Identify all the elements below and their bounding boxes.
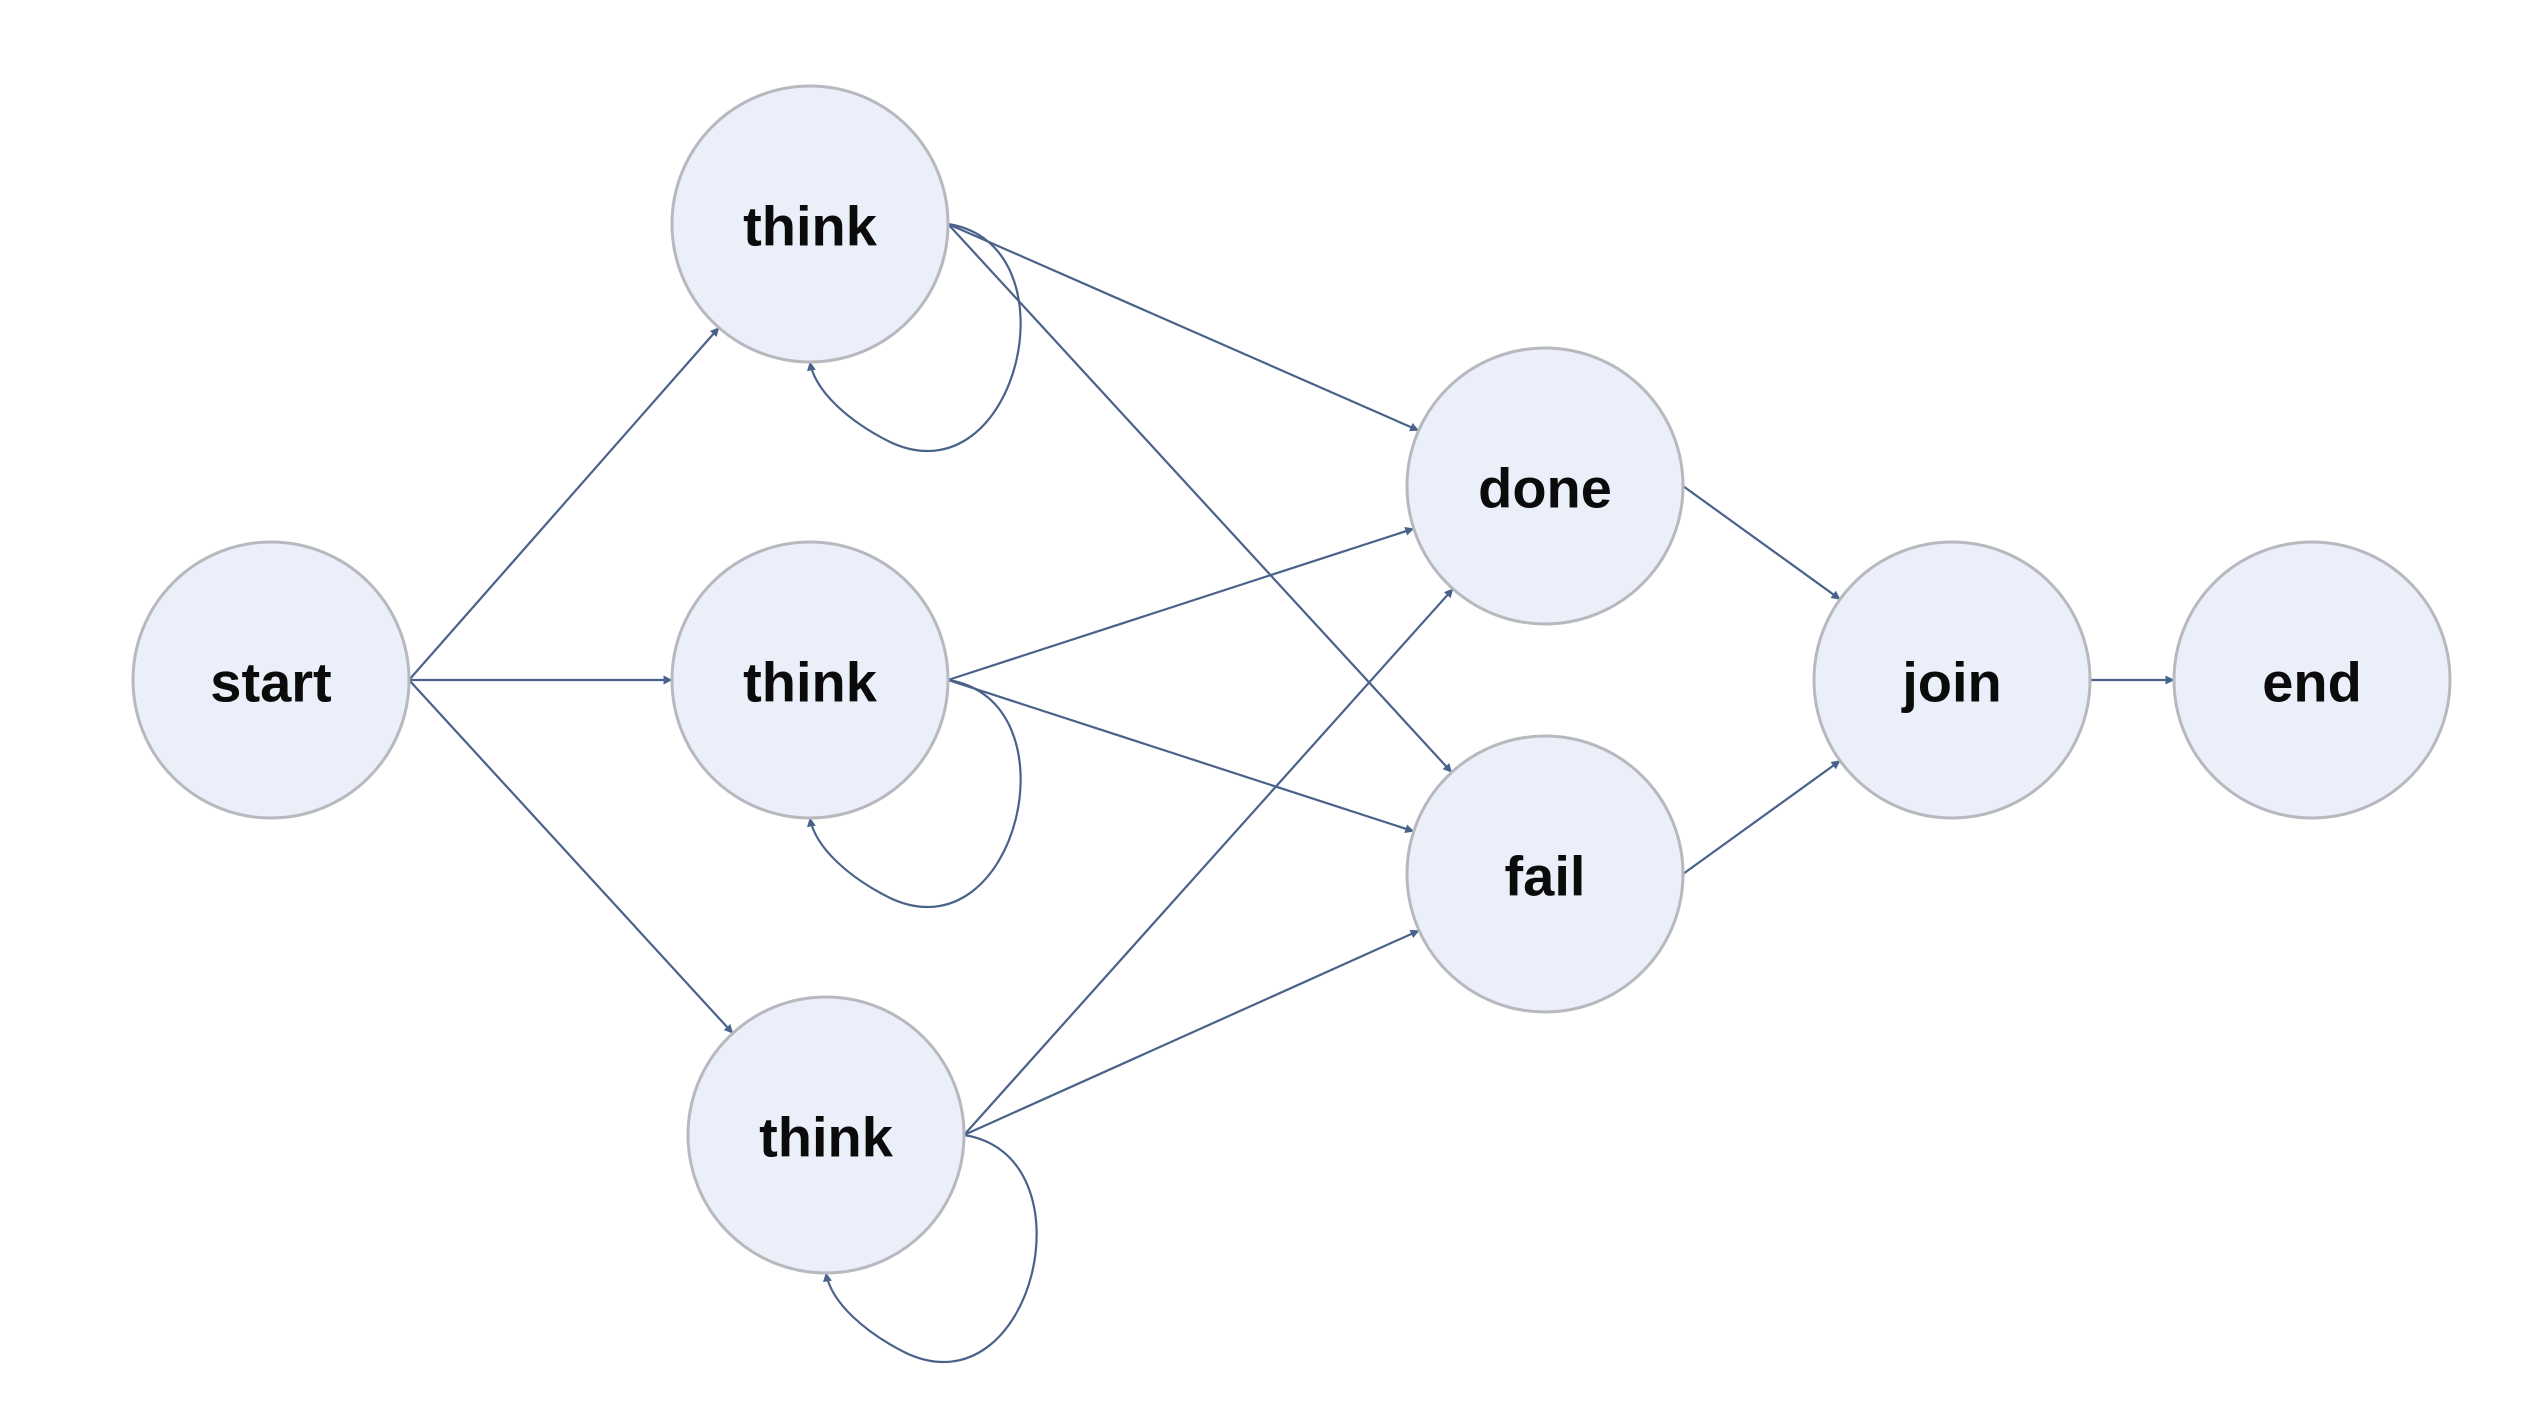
node-label: think <box>759 1106 894 1169</box>
node-end: end <box>2172 540 2452 820</box>
node-done: done <box>1405 346 1685 626</box>
edge-think2-to-think2 <box>806 678 1022 908</box>
node-circle <box>2172 540 2452 820</box>
node-label: think <box>743 195 878 258</box>
edges-layer <box>408 222 2175 1363</box>
edge-think2-to-done <box>947 526 1415 682</box>
node-think1: think <box>670 84 950 364</box>
edge-think1-to-done <box>947 222 1420 432</box>
edge-think1-to-think1 <box>806 222 1022 452</box>
edge-think3-to-fail <box>963 929 1420 1137</box>
node-think2: think <box>670 540 950 820</box>
edge-think3-to-think3 <box>822 1133 1038 1363</box>
nodes-layer: start think think think done fail join end <box>131 84 2452 1275</box>
node-label: done <box>1478 457 1612 520</box>
edge-fail-to-join <box>1682 759 1841 875</box>
node-join: join <box>1812 540 2092 820</box>
edge-think1-to-fail <box>947 223 1453 774</box>
node-label: end <box>2262 651 2362 714</box>
edge-think2-to-fail <box>947 678 1415 834</box>
node-label: start <box>210 651 331 714</box>
node-circle <box>670 84 950 364</box>
node-circle <box>670 540 950 820</box>
node-circle <box>1405 346 1685 626</box>
node-label: join <box>1901 651 2002 714</box>
node-label: fail <box>1505 845 1586 908</box>
node-circle <box>686 995 966 1275</box>
node-circle <box>1812 540 2092 820</box>
node-circle <box>1405 734 1685 1014</box>
node-label: think <box>743 651 878 714</box>
node-fail: fail <box>1405 734 1685 1014</box>
edge-done-to-join <box>1682 485 1841 601</box>
edge-start-to-think3 <box>408 679 734 1035</box>
node-think3: think <box>686 995 966 1275</box>
edge-start-to-think1 <box>408 326 720 681</box>
node-circle <box>131 540 411 820</box>
node-start: start <box>131 540 411 820</box>
edge-think3-to-done <box>963 588 1454 1136</box>
